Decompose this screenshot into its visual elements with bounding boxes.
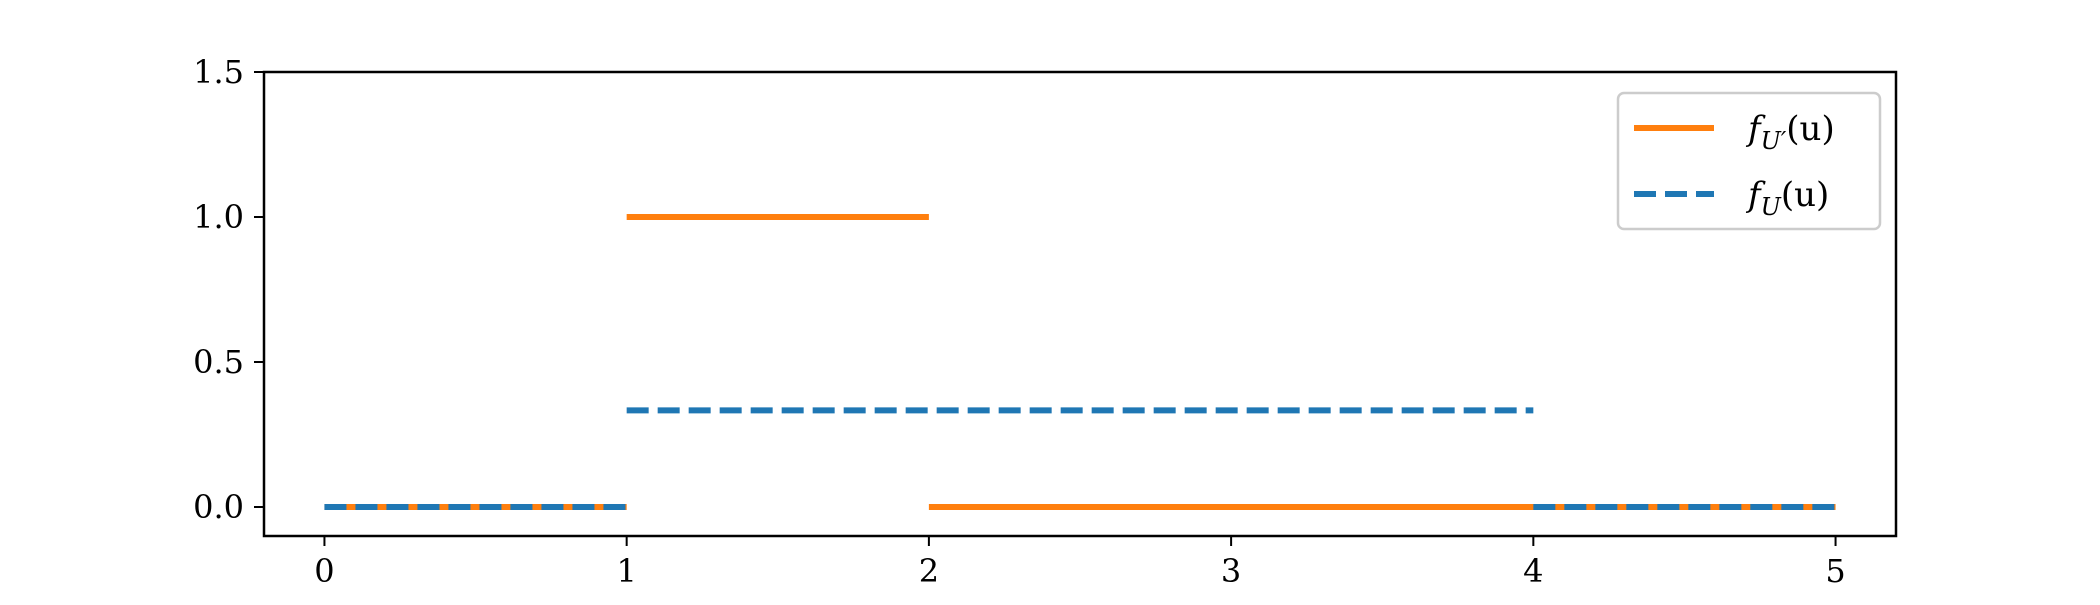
legend-label-tail-0: (u) bbox=[1786, 109, 1834, 149]
series-layer bbox=[324, 214, 1836, 510]
legend-label-0: fU′(u) bbox=[1745, 109, 1835, 155]
legend-label-sub-1: U bbox=[1761, 193, 1782, 221]
y-tick-label-3: 1.5 bbox=[193, 53, 244, 91]
x-tick-label-4: 4 bbox=[1523, 552, 1543, 590]
series-0 bbox=[324, 214, 1836, 510]
x-tick-label-0: 0 bbox=[314, 552, 334, 590]
x-tick-label-5: 5 bbox=[1825, 552, 1845, 590]
ticks-layer: 0 1 2 3 4 5 0.0 0.5 1.0 1.5 bbox=[193, 53, 1846, 590]
legend: fU′(u) fU(u) bbox=[1616, 91, 1882, 231]
x-tick-label-3: 3 bbox=[1221, 552, 1241, 590]
legend-label-sub-0: U′ bbox=[1761, 127, 1787, 155]
plot-frame bbox=[262, 70, 1898, 538]
y-tick-label-0: 0.0 bbox=[193, 488, 244, 526]
legend-label-tail-1: (u) bbox=[1781, 175, 1829, 215]
y-tick-label-1: 0.5 bbox=[193, 343, 244, 381]
legend-label-1: fU(u) bbox=[1745, 175, 1829, 221]
y-tick-label-2: 1.0 bbox=[193, 198, 244, 236]
x-tick-label-2: 2 bbox=[919, 552, 939, 590]
x-tick-label-1: 1 bbox=[616, 552, 636, 590]
series-1 bbox=[324, 407, 1836, 510]
